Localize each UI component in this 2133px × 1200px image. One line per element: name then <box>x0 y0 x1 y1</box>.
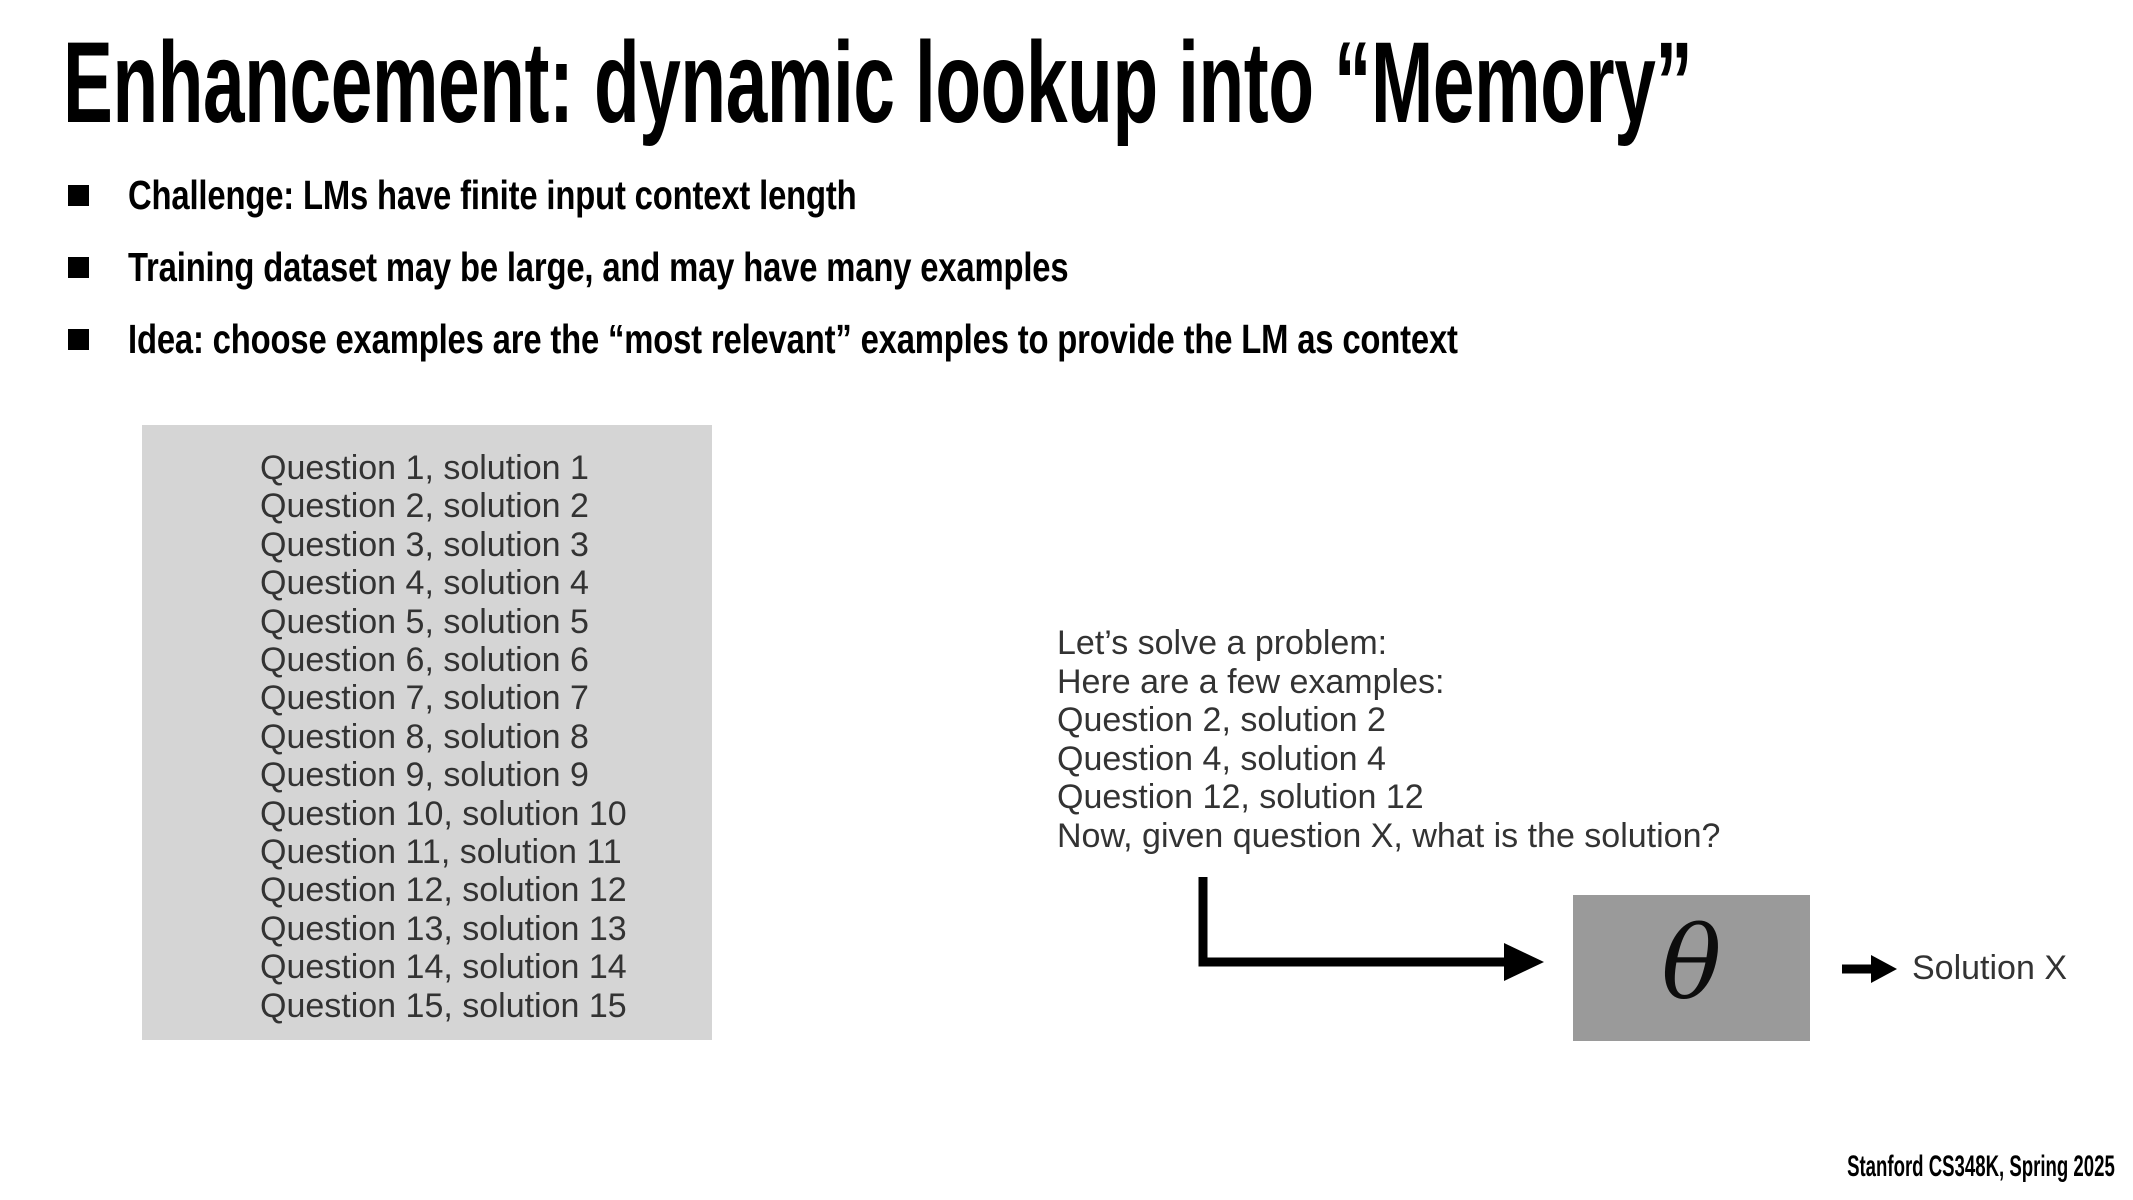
page-title: Enhancement: dynamic lookup into “Memory… <box>63 20 2133 147</box>
prompt-line: Let’s solve a problem: <box>1057 624 1388 662</box>
memory-item: Question 8, solution 8 <box>260 717 589 756</box>
memory-item: Question 5, solution 5 <box>260 602 589 641</box>
memory-item: Question 7, solution 7 <box>260 679 589 718</box>
footer-credit: Stanford CS348K, Spring 2025 <box>1847 1150 2115 1183</box>
bullet-label: Challenge: LMs have finite input context… <box>128 171 857 218</box>
memory-item: Question 4, solution 4 <box>260 564 589 603</box>
bullet-label: Idea: choose examples are the “most rele… <box>128 315 1458 362</box>
prompt-text-block: Let’s solve a problem: Here are a few ex… <box>1057 624 1720 856</box>
model-box: θ <box>1573 895 1810 1041</box>
bullet-item-training-dataset: Training dataset may be large, and may h… <box>68 243 1304 290</box>
memory-item: Question 9, solution 9 <box>260 756 589 795</box>
bullet-square-icon <box>68 184 89 206</box>
memory-item: Question 6, solution 6 <box>260 641 589 680</box>
output-arrow-icon <box>1842 955 1897 983</box>
prompt-line: Question 2, solution 2 <box>1057 701 1386 740</box>
prompt-line: Here are a few examples: <box>1057 662 1445 701</box>
memory-item: Question 3, solution 3 <box>260 525 589 564</box>
memory-item: Question 1, solution 1 <box>260 449 589 487</box>
theta-symbol: θ <box>1661 905 1722 1022</box>
memory-item: Question 10, solution 10 <box>260 794 627 833</box>
memory-item: Question 2, solution 2 <box>260 487 589 526</box>
memory-item: Question 11, solution 11 <box>260 833 622 872</box>
page-title-text: Enhancement: dynamic lookup into “Memory… <box>63 19 1693 147</box>
bullet-square-icon <box>68 256 89 278</box>
prompt-line: Question 4, solution 4 <box>1057 739 1386 778</box>
bullet-square-icon <box>68 328 89 350</box>
output-label: Solution X <box>1912 949 2067 987</box>
bullet-label: Training dataset may be large, and may h… <box>128 243 1069 290</box>
memory-item: Question 13, solution 13 <box>260 909 627 948</box>
memory-dataset-box: Question 1, solution 1 Question 2, solut… <box>142 425 712 1040</box>
elbow-arrow-icon <box>1198 877 1544 981</box>
bullet-item-challenge: Challenge: LMs have finite input context… <box>68 171 1039 218</box>
prompt-line: Now, given question X, what is the solut… <box>1057 816 1721 855</box>
memory-item: Question 15, solution 15 <box>260 986 627 1025</box>
bullet-item-idea: Idea: choose examples are the “most rele… <box>68 315 1790 362</box>
memory-item: Question 12, solution 12 <box>260 871 627 910</box>
memory-item: Question 14, solution 14 <box>260 948 627 987</box>
prompt-line: Question 12, solution 12 <box>1057 778 1424 817</box>
